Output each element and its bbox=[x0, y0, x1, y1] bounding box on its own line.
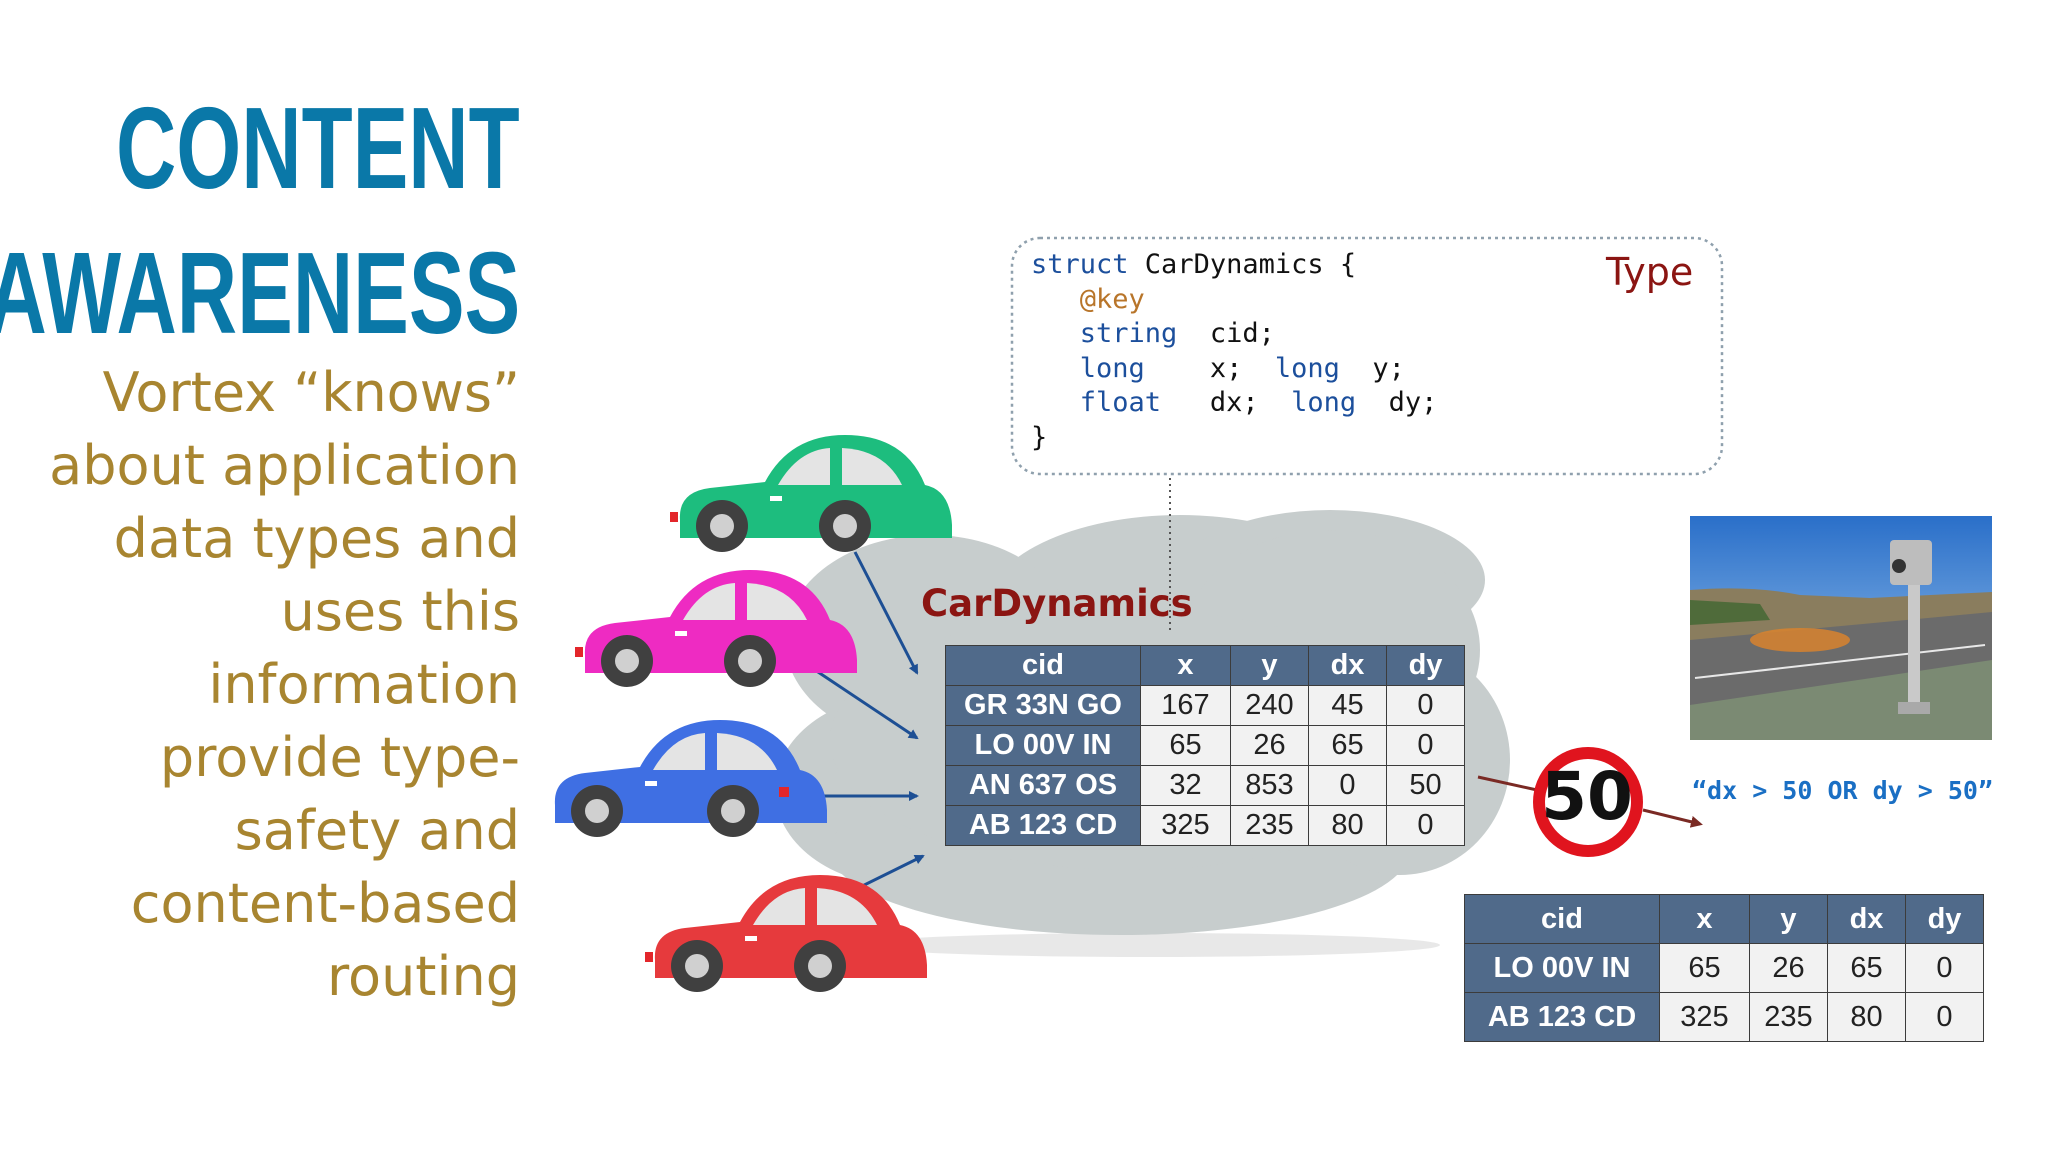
code-text: dx; bbox=[1161, 387, 1292, 418]
code-text: x; bbox=[1144, 352, 1275, 384]
type-definition-box bbox=[1010, 236, 1724, 476]
speed-camera-photo bbox=[1690, 516, 1992, 740]
code-keyword: long bbox=[1291, 387, 1357, 418]
description-line: safety and bbox=[234, 799, 520, 862]
arrow-from-sign bbox=[1642, 808, 1703, 828]
speed-limit-sign-icon bbox=[1533, 747, 1643, 857]
arrow-to-sign bbox=[1477, 775, 1538, 792]
cell-y: 26 bbox=[1749, 943, 1828, 993]
cell-x: 325 bbox=[1140, 805, 1231, 846]
cell-x: 167 bbox=[1140, 685, 1231, 726]
cell-dx: 80 bbox=[1827, 992, 1906, 1042]
table-row: LO 00V IN 65 26 65 0 bbox=[1464, 943, 1984, 993]
speed-limit-value: 50 bbox=[1541, 758, 1633, 835]
filtered-result-table: cid x y dx dy LO 00V IN 65 26 65 0 AB 12… bbox=[1464, 894, 1984, 1042]
table-row: AN 637 OS 32 853 0 50 bbox=[945, 765, 1465, 806]
description-line: about application bbox=[49, 434, 520, 497]
arrow-green-car bbox=[853, 551, 919, 675]
code-keyword: float bbox=[1079, 387, 1162, 418]
cell-cid: LO 00V IN bbox=[1464, 943, 1660, 993]
cell-cid: LO 00V IN bbox=[945, 725, 1141, 766]
cell-dx: 65 bbox=[1827, 943, 1906, 993]
code-text: y; bbox=[1339, 352, 1405, 384]
cell-cid: AB 123 CD bbox=[1464, 992, 1660, 1042]
title-line-awareness: AWARENESS bbox=[0, 228, 520, 358]
cell-y: 26 bbox=[1230, 725, 1309, 766]
description-line: information bbox=[208, 653, 520, 716]
description-line: data types and bbox=[113, 507, 520, 570]
description-line: Vortex “knows” bbox=[102, 361, 520, 424]
cell-dx: 65 bbox=[1308, 725, 1387, 766]
description-line: routing bbox=[327, 945, 520, 1008]
column-header: x bbox=[1140, 645, 1231, 686]
cell-dy: 0 bbox=[1386, 725, 1465, 766]
column-header: cid bbox=[945, 645, 1141, 686]
cell-cid: AN 637 OS bbox=[945, 765, 1141, 806]
code-keyword: long bbox=[1274, 352, 1340, 384]
code-text: cid; bbox=[1177, 318, 1275, 349]
magenta-car-icon bbox=[575, 570, 857, 687]
title-line-content: CONTENT bbox=[116, 83, 520, 213]
description-line: provide type- bbox=[159, 726, 520, 789]
code-text: CarDynamics { bbox=[1128, 249, 1357, 280]
code-keyword: string bbox=[1079, 318, 1178, 349]
column-header: y bbox=[1749, 894, 1828, 944]
table-row: AB 123 CD 325 235 80 0 bbox=[1464, 992, 1984, 1042]
red-car-icon bbox=[645, 875, 927, 992]
cell-dx: 45 bbox=[1308, 685, 1387, 726]
cell-dy: 0 bbox=[1386, 805, 1465, 846]
blue-car-icon bbox=[554, 720, 827, 837]
code-annotation: @key bbox=[1079, 283, 1145, 315]
description-line: content-based bbox=[130, 872, 520, 935]
cell-y: 240 bbox=[1230, 685, 1309, 726]
cell-dx: 0 bbox=[1308, 765, 1387, 806]
cell-y: 235 bbox=[1230, 805, 1309, 846]
topic-data-table: cid x y dx dy GR 33N GO 167 240 45 0 LO … bbox=[945, 645, 1465, 846]
cell-cid: AB 123 CD bbox=[945, 805, 1141, 846]
column-header: y bbox=[1230, 645, 1309, 686]
column-header: dx bbox=[1308, 645, 1387, 686]
cell-y: 853 bbox=[1230, 765, 1309, 806]
type-label: Type bbox=[1606, 250, 1694, 294]
cell-cid: GR 33N GO bbox=[945, 685, 1141, 726]
column-header: dx bbox=[1827, 894, 1906, 944]
table-row: AB 123 CD 325 235 80 0 bbox=[945, 805, 1465, 846]
code-keyword: long bbox=[1079, 352, 1145, 384]
column-header: dy bbox=[1905, 894, 1984, 944]
table-header-row: cid x y dx dy bbox=[1464, 894, 1984, 944]
cell-x: 65 bbox=[1659, 943, 1750, 993]
description-line: uses this bbox=[280, 580, 520, 643]
type-code-block: struct CarDynamics { @key string cid; lo… bbox=[1031, 248, 1437, 455]
table-row: LO 00V IN 65 26 65 0 bbox=[945, 725, 1465, 766]
table-row: GR 33N GO 167 240 45 0 bbox=[945, 685, 1465, 726]
topic-label: CarDynamics bbox=[921, 582, 1193, 625]
column-header: cid bbox=[1464, 894, 1660, 944]
cell-y: 235 bbox=[1749, 992, 1828, 1042]
cell-dx: 80 bbox=[1308, 805, 1387, 846]
cell-x: 65 bbox=[1140, 725, 1231, 766]
cell-x: 325 bbox=[1659, 992, 1750, 1042]
code-text: dy; bbox=[1356, 387, 1438, 418]
cell-dy: 0 bbox=[1905, 992, 1984, 1042]
cell-x: 32 bbox=[1140, 765, 1231, 806]
cell-dy: 0 bbox=[1905, 943, 1984, 993]
table-header-row: cid x y dx dy bbox=[945, 645, 1465, 686]
code-text: } bbox=[1031, 421, 1048, 453]
column-header: dy bbox=[1386, 645, 1465, 686]
filter-expression: “dx > 50 OR dy > 50” bbox=[1692, 776, 1994, 805]
green-car-icon bbox=[670, 435, 952, 552]
cell-dy: 0 bbox=[1386, 685, 1465, 726]
column-header: x bbox=[1659, 894, 1750, 944]
slide-description: Vortex “knows” about application data ty… bbox=[0, 356, 520, 1013]
cell-dy: 50 bbox=[1386, 765, 1465, 806]
code-keyword: struct bbox=[1031, 249, 1129, 280]
